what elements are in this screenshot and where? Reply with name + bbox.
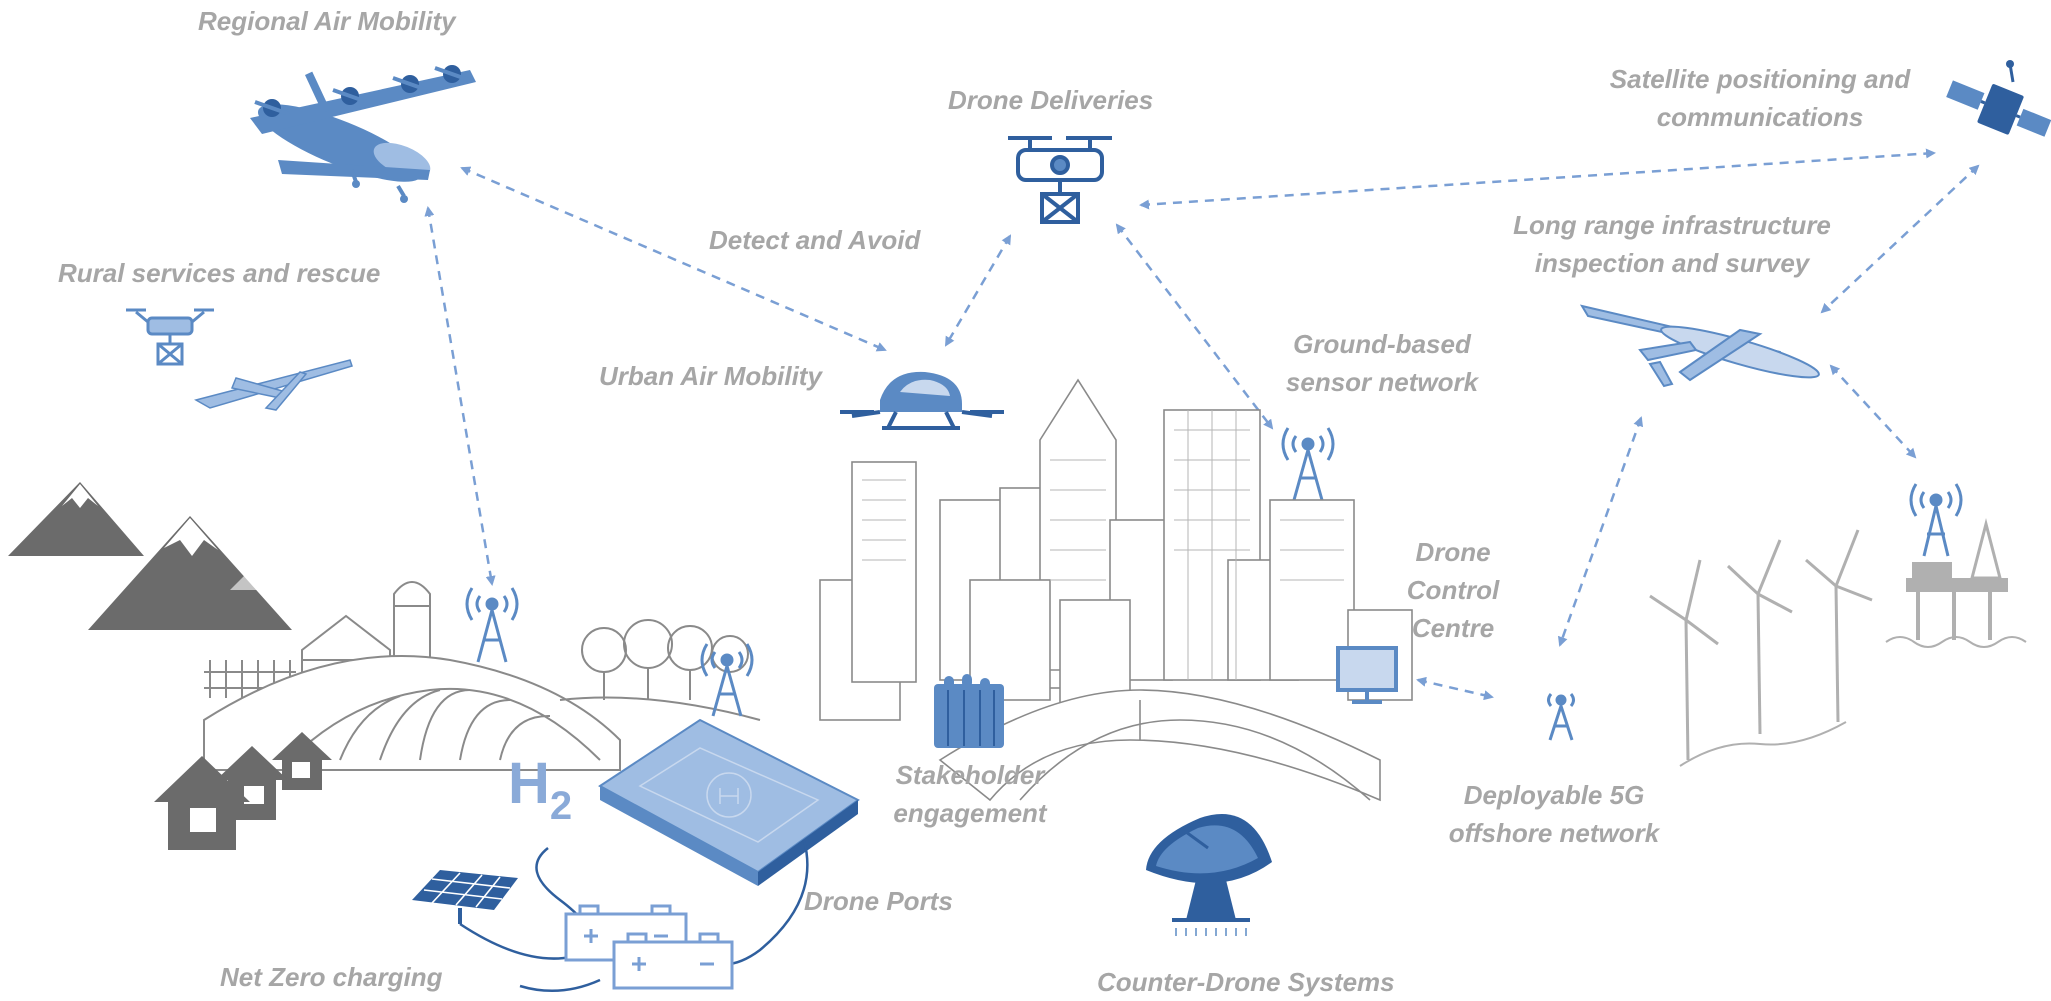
label-drone-ports: Drone Ports — [804, 886, 953, 916]
label-long-range-line2: inspection and survey — [1534, 248, 1810, 278]
hydrogen-letter: H — [508, 751, 550, 816]
radio-tower-5g — [1547, 693, 1575, 741]
wind-turbine-icon — [1649, 529, 1873, 767]
hydrogen-symbol: H2 — [508, 750, 572, 828]
label-control-line2: Control — [1406, 575, 1500, 605]
label-rural-services: Rural services and rescue — [58, 258, 381, 288]
fixed-wing-drone-icon — [1579, 304, 1820, 388]
rural-delivery-drone-icon — [126, 308, 214, 366]
arrow-delivery-to-satellite — [1139, 148, 1936, 210]
ehang-air-taxi-icon — [840, 371, 1004, 430]
label-drone-deliveries: Drone Deliveries — [948, 85, 1154, 115]
stakeholder-people — [934, 674, 1004, 748]
radio-tower-rural — [465, 587, 519, 663]
label-stakeholder-line1: Stakeholder — [895, 760, 1045, 790]
label-urban-air-mobility: Urban Air Mobility — [599, 361, 822, 391]
label-deployable-line2: offshore network — [1448, 818, 1660, 848]
radar-dish-icon — [1146, 813, 1272, 936]
solar-panel-icon — [412, 870, 518, 924]
label-deployable-5g: Deployable 5G offshore network — [1424, 776, 1684, 852]
radio-tower-farm — [700, 643, 754, 717]
arrow-delivery-to-urban — [944, 234, 1012, 347]
label-stakeholder-line2: engagement — [893, 798, 1047, 828]
radio-tower-icon — [465, 427, 1963, 741]
arrow-longrange-to-oilrig — [1829, 364, 1917, 459]
label-regional-air-mobility: Regional Air Mobility — [198, 6, 456, 36]
arrow-regional-to-rural-tower — [424, 206, 496, 586]
radio-tower-city — [1281, 427, 1335, 501]
drone-port-pad-icon — [598, 718, 860, 886]
rural-fixed-wing-drone-icon — [194, 359, 353, 411]
delivery-drone-icon — [1008, 136, 1112, 224]
connector-arrows — [424, 148, 1980, 701]
battery-icon — [564, 904, 734, 990]
label-net-zero-charging: Net Zero charging — [220, 962, 443, 992]
hydrogen-subscript: 2 — [549, 784, 573, 828]
arrow-longrange-to-5g — [1557, 416, 1644, 647]
label-ground-sensor: Ground-based sensor network — [1262, 325, 1502, 401]
label-control-line1: Drone — [1415, 537, 1491, 567]
houses-icon — [154, 732, 332, 850]
label-deployable-line1: Deployable 5G — [1463, 780, 1645, 810]
evtol-aircraft-icon — [250, 65, 476, 203]
label-counter-drone-systems: Counter-Drone Systems — [1097, 967, 1395, 997]
arrow-satellite-to-longrange — [1820, 164, 1980, 314]
label-long-range: Long range infrastructure inspection and… — [1494, 206, 1850, 282]
label-ground-sensor-line1: Ground-based — [1293, 329, 1471, 359]
label-stakeholder-engagement: Stakeholder engagement — [870, 756, 1070, 832]
monitor-icon — [1336, 646, 1398, 704]
label-drone-control-centre: Drone Control Centre — [1388, 533, 1518, 647]
arrow-control-to-5g — [1416, 676, 1494, 701]
satellite-icon — [1946, 60, 2051, 137]
label-satellite-line1: Satellite positioning and — [1609, 64, 1911, 94]
label-satellite-line2: communications — [1656, 102, 1864, 132]
label-control-line3: Centre — [1411, 613, 1495, 643]
radio-tower-offshore — [1909, 483, 1963, 557]
oil-platform-icon — [1885, 518, 2027, 648]
label-ground-sensor-line2: sensor network — [1285, 367, 1479, 397]
label-long-range-line1: Long range infrastructure — [1513, 210, 1831, 240]
arrow-delivery-to-sensor — [1115, 223, 1274, 430]
arrow-regional-to-urban — [460, 166, 887, 352]
mountains-icon — [8, 482, 292, 630]
label-detect-and-avoid: Detect and Avoid — [709, 225, 921, 255]
label-satellite: Satellite positioning and communications — [1590, 60, 1930, 136]
